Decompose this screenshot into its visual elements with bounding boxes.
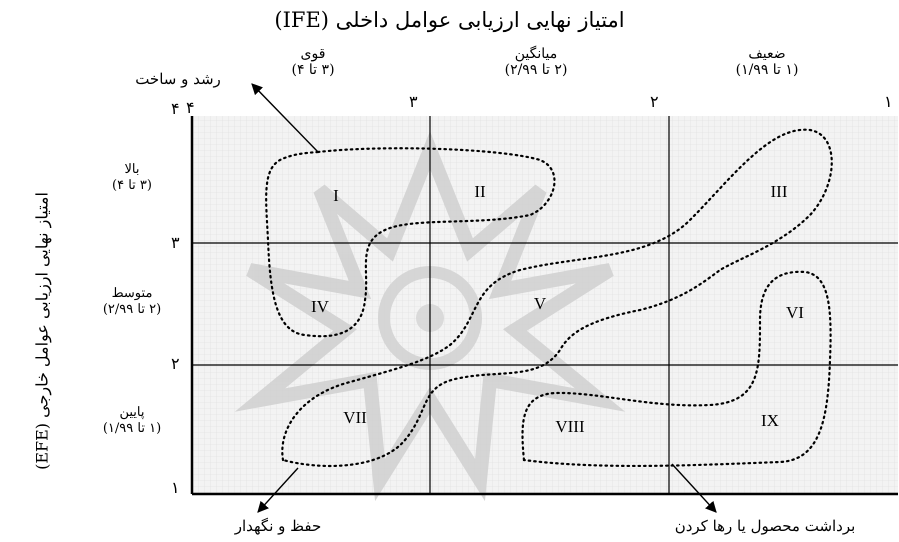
row-high-name: بالا: [124, 162, 140, 177]
y-tick-1: ۱: [171, 480, 180, 497]
y-tick-2: ۲: [171, 354, 180, 373]
column-average-name: میانگین: [514, 46, 558, 62]
x-tick-2: ۲: [650, 92, 659, 111]
row-low-range: (۱ تا ۱/۹۹): [102, 421, 162, 436]
column-strong-range: (۳ تا ۴): [291, 62, 335, 78]
strategy-grow-build-label: رشد و ساخت: [135, 70, 221, 88]
arrow-grow-build: [251, 83, 319, 153]
cell-label-III: III: [770, 182, 788, 201]
row-high-range: (۳ تا ۴): [112, 178, 152, 193]
column-weak-range: (۱ تا ۱/۹۹): [735, 62, 799, 78]
column-header-average: میانگین (۲ تا ۲/۹۹): [486, 46, 586, 78]
row-medium-name: متوسط: [111, 286, 153, 301]
y-tick-4: ۴: [171, 99, 180, 118]
column-strong-name: قوی: [300, 46, 326, 62]
region-grow-build: [265, 147, 556, 338]
cell-label-V: V: [533, 294, 547, 313]
region-harvest-divest: [521, 270, 832, 468]
arrow-hold-maintain: [257, 467, 299, 513]
column-header-weak: ضعیف (۱ تا ۱/۹۹): [717, 46, 817, 78]
arrow-harvest-divest: [671, 463, 717, 513]
y-tick-3: ۳: [171, 233, 180, 252]
x-tick-4: ۴: [186, 98, 195, 117]
cell-label-VII: VII: [343, 408, 367, 427]
row-medium-range: (۲ تا ۲/۹۹): [102, 302, 162, 317]
cell-label-IX: IX: [761, 411, 779, 430]
x-tick-1: ۱: [884, 92, 893, 111]
column-header-strong: قوی (۳ تا ۴): [268, 46, 358, 78]
region-hold-maintain: [281, 128, 833, 468]
cell-label-VI: VI: [786, 303, 804, 322]
row-header-low: پایین (۱ تا ۱/۹۹): [82, 405, 182, 437]
diagram-title: امتیاز نهایی ارزیابی عوامل داخلی (IFE): [274, 8, 625, 32]
column-weak-name: ضعیف: [748, 46, 786, 62]
row-low-name: پایین: [119, 405, 145, 420]
row-header-medium: متوسط (۲ تا ۲/۹۹): [82, 286, 182, 318]
cell-label-II: II: [474, 182, 486, 201]
cell-label-I: I: [333, 186, 339, 205]
row-header-high: بالا (۳ تا ۴): [82, 162, 182, 194]
strategy-harvest-divest-label: برداشت محصول یا رها کردن: [674, 517, 856, 535]
column-average-range: (۲ تا ۲/۹۹): [504, 62, 568, 78]
cell-label-VIII: VIII: [555, 417, 585, 436]
strategy-hold-maintain-label: حفظ و نگهدار: [234, 517, 322, 535]
cell-label-IV: IV: [311, 297, 329, 316]
x-tick-3: ۳: [409, 92, 418, 111]
